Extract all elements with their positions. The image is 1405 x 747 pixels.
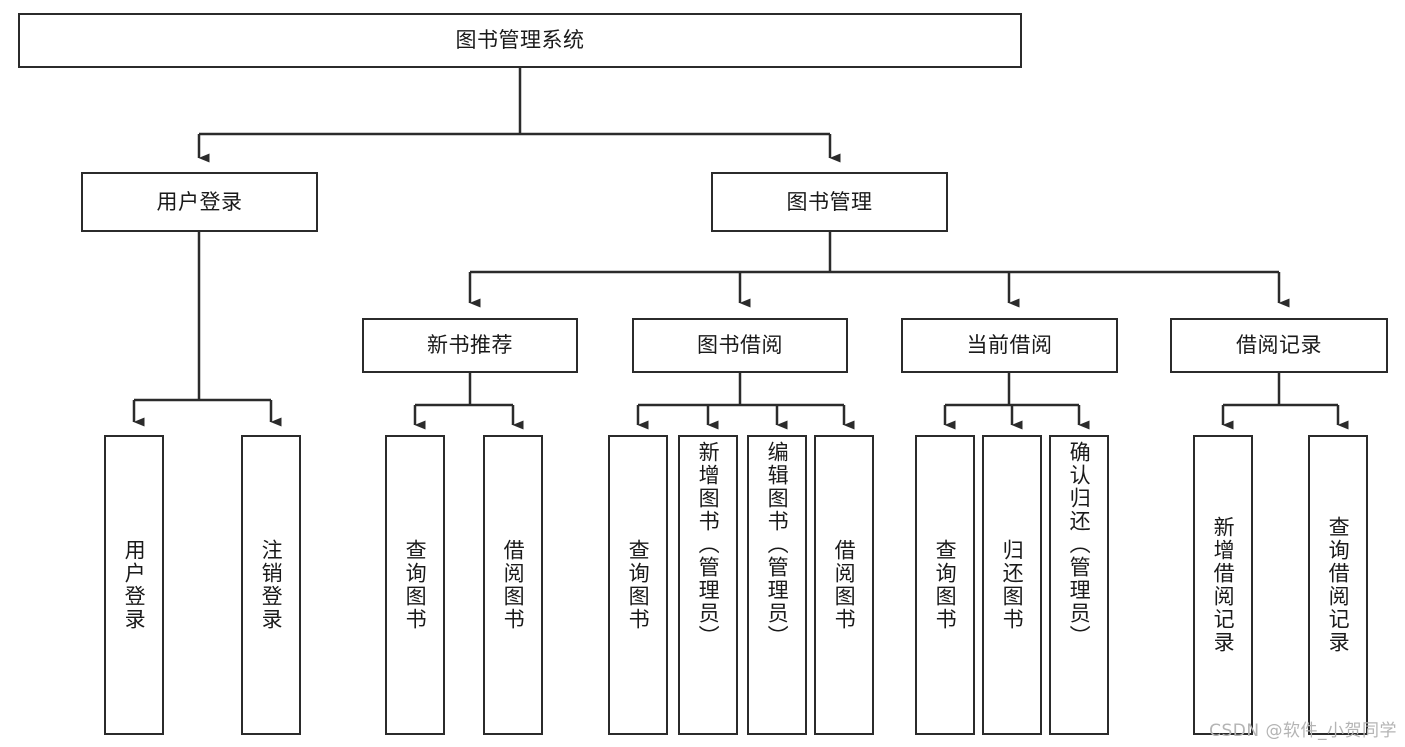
node-current-borrow-label: 当前借阅: [966, 333, 1053, 358]
node-leaf-edit-book-label: 编辑图书（管理员）: [765, 441, 790, 648]
node-book-borrow-label: 图书借阅: [697, 333, 783, 358]
node-leaf-confirm-return-label: 确认归还（管理员）: [1067, 441, 1092, 648]
node-leaf-confirm-return[interactable]: 确认归还（管理员）: [1049, 435, 1109, 735]
node-leaf-user-login[interactable]: 用户登录: [104, 435, 164, 735]
node-leaf-query-book-rec-label: 查询图书: [403, 539, 428, 631]
node-borrow-record-label: 借阅记录: [1236, 333, 1322, 358]
node-leaf-borrow-book-rec[interactable]: 借阅图书: [483, 435, 543, 735]
node-new-book-rec-label: 新书推荐: [427, 333, 513, 358]
watermark-text: CSDN @软件_小贺同学: [1209, 721, 1397, 741]
node-leaf-query-record-label: 查询借阅记录: [1326, 516, 1351, 654]
node-current-borrow[interactable]: 当前借阅: [901, 318, 1118, 373]
node-leaf-borrow-book-br[interactable]: 借阅图书: [814, 435, 874, 735]
node-new-book-rec[interactable]: 新书推荐: [362, 318, 578, 373]
node-leaf-query-record[interactable]: 查询借阅记录: [1308, 435, 1368, 735]
node-leaf-user-login-label: 用户登录: [122, 539, 147, 631]
node-borrow-record[interactable]: 借阅记录: [1170, 318, 1388, 373]
node-leaf-return-book[interactable]: 归还图书: [982, 435, 1042, 735]
node-leaf-query-book-br[interactable]: 查询图书: [608, 435, 668, 735]
node-leaf-query-book-cb[interactable]: 查询图书: [915, 435, 975, 735]
node-book-manage-label: 图书管理: [786, 189, 873, 214]
node-root-label: 图书管理系统: [455, 28, 585, 53]
node-leaf-add-record[interactable]: 新增借阅记录: [1193, 435, 1253, 735]
node-book-manage[interactable]: 图书管理: [711, 172, 948, 232]
node-book-borrow[interactable]: 图书借阅: [632, 318, 848, 373]
node-leaf-query-book-cb-label: 查询图书: [933, 539, 958, 631]
node-leaf-logout-label: 注销登录: [259, 539, 284, 631]
node-user-login[interactable]: 用户登录: [81, 172, 318, 232]
node-leaf-add-record-label: 新增借阅记录: [1211, 516, 1236, 654]
node-leaf-query-book-br-label: 查询图书: [626, 539, 651, 631]
node-leaf-query-book-rec[interactable]: 查询图书: [385, 435, 445, 735]
node-root[interactable]: 图书管理系统: [18, 13, 1022, 68]
node-leaf-logout[interactable]: 注销登录: [241, 435, 301, 735]
node-leaf-add-book-label: 新增图书（管理员）: [696, 441, 721, 648]
node-leaf-add-book[interactable]: 新增图书（管理员）: [678, 435, 738, 735]
node-leaf-return-book-label: 归还图书: [1000, 539, 1025, 631]
node-leaf-borrow-book-br-label: 借阅图书: [832, 539, 857, 631]
node-user-login-label: 用户登录: [156, 189, 243, 214]
node-leaf-edit-book[interactable]: 编辑图书（管理员）: [747, 435, 807, 735]
node-leaf-borrow-book-rec-label: 借阅图书: [501, 539, 526, 631]
